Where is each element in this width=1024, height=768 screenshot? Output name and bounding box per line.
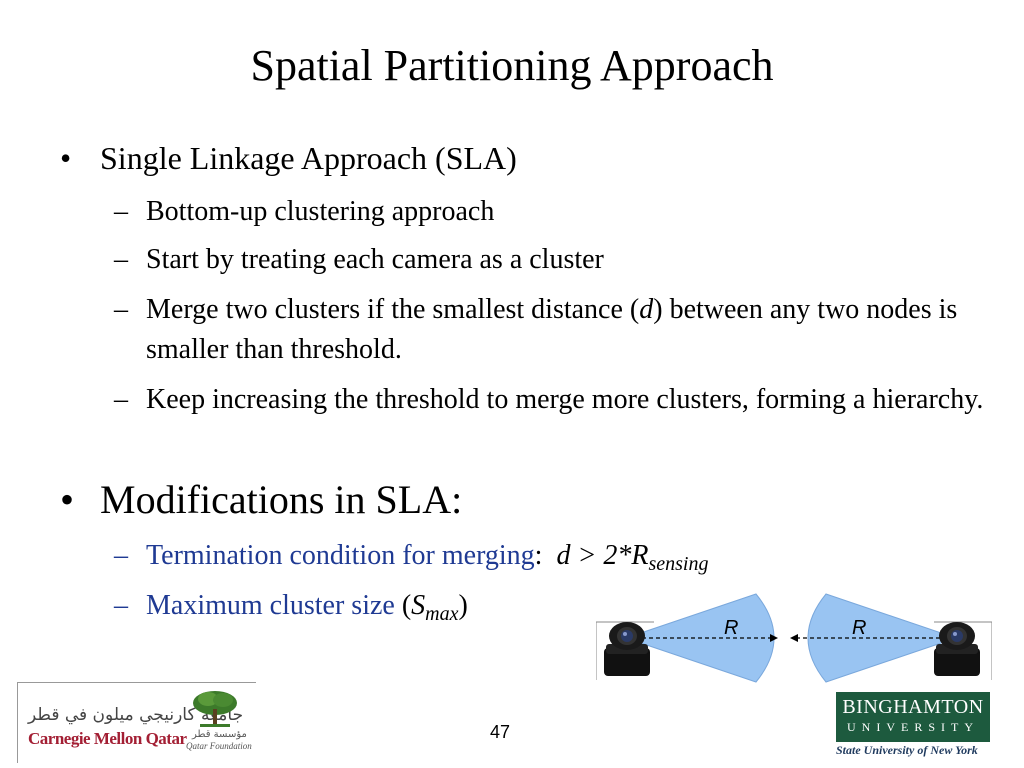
- bullet-dot: •: [60, 477, 75, 522]
- formula: d > 2*R: [556, 540, 649, 571]
- var-d: d: [639, 294, 654, 325]
- max-cluster-text: Maximum cluster size: [146, 590, 395, 621]
- sensing-diagram-svg: R R: [595, 593, 993, 683]
- right-range-label: R: [852, 617, 866, 639]
- right-camera-icon: [934, 621, 993, 680]
- bullet-dot: •: [60, 140, 72, 176]
- left-range-label: R: [724, 617, 738, 639]
- sub-bullet-text: Maximum cluster size (Smax): [146, 586, 990, 634]
- cmu-qatar-logo: جامعة كارنيجي ميلون في قطر Carnegie Mell…: [17, 682, 256, 763]
- bullet-text: Single Linkage Approach (SLA): [100, 140, 517, 176]
- dash: –: [114, 590, 128, 621]
- dash: –: [114, 384, 128, 415]
- qatar-foundation-tree-icon: [193, 691, 237, 727]
- sub-bullet-text: Keep increasing the threshold to merge m…: [146, 384, 984, 415]
- camera-sensing-diagram: R R: [595, 586, 993, 686]
- cmu-arabic-text: جامعة كارنيجي ميلون في قطر: [28, 705, 244, 725]
- binghamton-logo: BINGHAMTON UNIVERSITY: [836, 692, 990, 742]
- cmu-name: Carnegie Mellon Qatar: [28, 729, 187, 748]
- left-camera-icon: [595, 621, 654, 680]
- dash: –: [114, 294, 128, 325]
- bu-university: UNIVERSITY: [847, 720, 979, 734]
- page-number: 47: [490, 722, 511, 742]
- sub-bullet-text: Bottom-up clustering approach: [146, 196, 495, 227]
- sub-bullet-text: Termination condition for merging: d > 2…: [146, 536, 990, 584]
- dash: –: [114, 244, 128, 275]
- qf-arabic-text: مؤسسة قطر: [192, 729, 247, 740]
- sub-bullet-text: Merge two clusters if the smallest dista…: [146, 290, 990, 370]
- text-post: ) between any two nodes is smaller than …: [146, 294, 958, 365]
- var-sub: max: [425, 603, 459, 625]
- var-s: S: [411, 590, 426, 621]
- text-pre: Merge two clusters if the smallest dista…: [146, 294, 640, 325]
- bu-name: BINGHAMTON: [842, 696, 984, 718]
- paren-open: (: [394, 590, 412, 621]
- formula-sub: sensing: [648, 553, 709, 575]
- right-arrowhead: [790, 634, 798, 642]
- qf-name: Qatar Foundation: [186, 741, 252, 751]
- left-arrowhead: [770, 634, 778, 642]
- dash: –: [114, 540, 128, 571]
- slide-title: Spatial Partitioning Approach: [250, 41, 774, 90]
- colon: :: [534, 540, 543, 571]
- termination-text: Termination condition for merging: [146, 540, 535, 571]
- dash: –: [114, 196, 128, 227]
- sub-bullet-text: Start by treating each camera as a clust…: [146, 244, 604, 275]
- bullet-text: Modifications in SLA:: [100, 477, 463, 522]
- bu-suny-text: State University of New York: [836, 743, 978, 757]
- paren-close: ): [458, 590, 468, 621]
